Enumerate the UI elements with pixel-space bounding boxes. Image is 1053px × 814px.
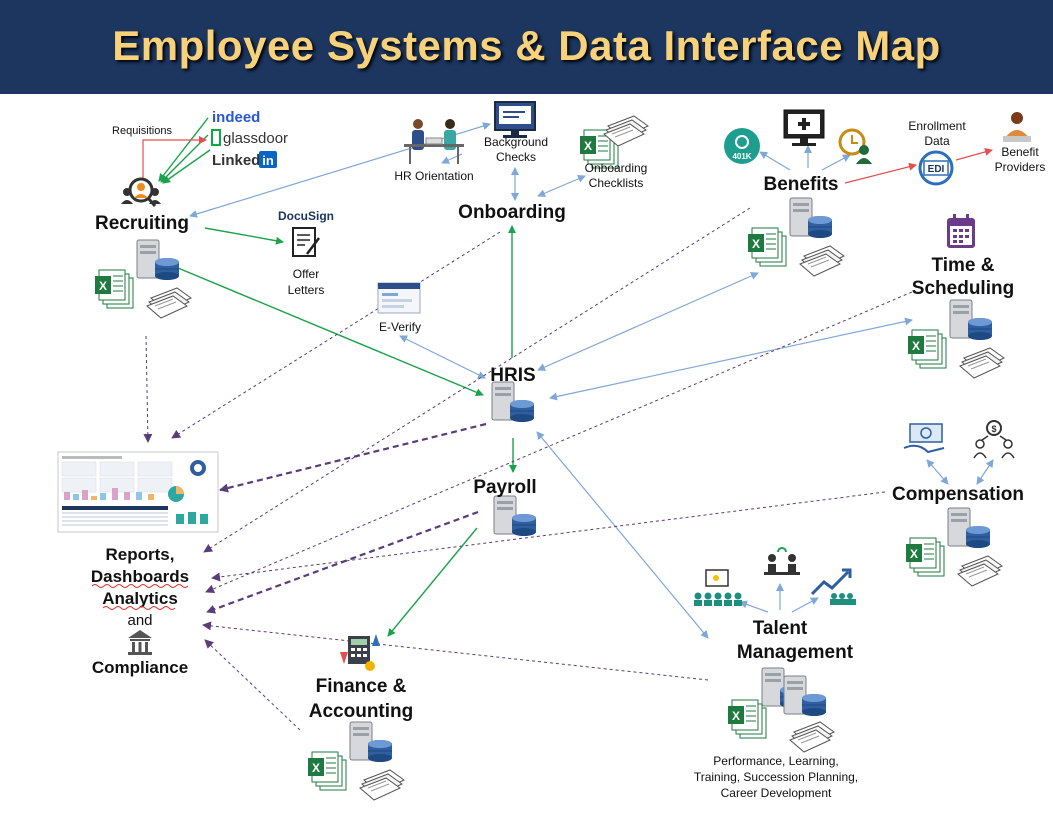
dashboard-thumbnail (57, 451, 219, 533)
edi-icon: EDI (918, 150, 954, 186)
meeting-icon (764, 547, 800, 575)
payroll-server-icon (493, 495, 537, 537)
calendar-icon (947, 214, 975, 248)
talent-systems-icon (727, 667, 835, 753)
docusign-logo: DocuSign (278, 209, 334, 223)
svg-text:glassdoor: glassdoor (223, 130, 288, 147)
clock-person-icon (838, 128, 872, 164)
401k-icon: 401K (724, 128, 760, 164)
finance-calculator-icon (340, 634, 380, 671)
hris-title: HRIS (490, 365, 535, 386)
benefit-provider-icon (1003, 112, 1031, 142)
enrollment-data-label-line2: Data (924, 134, 950, 148)
time-title-line2: Scheduling (912, 278, 1014, 299)
hr-orientation-icon (404, 119, 464, 164)
training-icon (694, 569, 742, 606)
compensation-systems-icon (906, 508, 1002, 586)
hris-server-icon (491, 381, 535, 423)
requisitions-label: Requisitions (112, 125, 172, 137)
svg-text:and: and (127, 612, 152, 629)
benefits-systems-icon (748, 198, 844, 276)
hr-orientation-label: HR Orientation (394, 169, 473, 183)
indeed-logo: indeed (212, 109, 260, 126)
onboarding-title: Onboarding (458, 202, 566, 223)
connectors (142, 117, 994, 731)
enrollment-data-label-line1: Enrollment (908, 119, 966, 133)
background-check-icon (494, 101, 536, 138)
svg-text:Analytics: Analytics (102, 589, 178, 608)
background-checks-label-line1: Background (484, 135, 548, 149)
e-verify-label: E-Verify (379, 320, 421, 334)
salary-structure-icon: $ (973, 420, 1015, 459)
glassdoor-logo: glassdoor (211, 129, 288, 147)
offer-letters-label-line2: Letters (288, 283, 325, 297)
offer-letter-icon (292, 227, 320, 257)
onboarding-checklists-label-line1: Onboarding (585, 161, 648, 175)
finance-title-line2: Accounting (309, 701, 414, 722)
svg-text:401K: 401K (732, 152, 751, 161)
title-banner (0, 0, 1053, 94)
growth-chart-icon (810, 568, 856, 605)
compliance-building-icon (128, 630, 152, 655)
recruiting-search-icon (121, 177, 161, 207)
talent-description-line1: Performance, Learning, (713, 754, 838, 768)
recruiting-systems-icon (95, 240, 191, 318)
medical-monitor-icon (783, 109, 825, 146)
linkedin-logo: Linked in (212, 151, 277, 169)
background-checks-label-line2: Checks (496, 150, 536, 164)
recruiting-title: Recruiting (95, 213, 189, 234)
payroll-title: Payroll (473, 477, 536, 498)
finance-title-line1: Finance & (316, 676, 407, 697)
reports-title: Reports, Dashboards Analytics and Compli… (91, 545, 189, 677)
money-hand-icon (903, 423, 945, 454)
svg-text:in: in (262, 153, 274, 168)
svg-text:Dashboards: Dashboards (91, 567, 189, 586)
benefits-title: Benefits (764, 174, 839, 195)
e-verify-icon (377, 282, 421, 314)
onboarding-checklists-label-line2: Checklists (589, 176, 644, 190)
svg-text:Linked: Linked (212, 152, 260, 169)
talent-description-line3: Career Development (721, 786, 832, 800)
svg-text:$: $ (991, 424, 996, 434)
talent-title-line2: Management (737, 642, 854, 663)
svg-text:EDI: EDI (928, 164, 945, 175)
finance-systems-icon (308, 722, 404, 800)
benefit-providers-label-line2: Providers (995, 160, 1046, 174)
talent-title-line1: Talent (753, 618, 808, 639)
benefit-providers-label-line1: Benefit (1001, 145, 1039, 159)
talent-description-line2: Training, Succession Planning, (694, 770, 858, 784)
offer-letters-label-line1: Offer (293, 267, 319, 281)
time-systems-icon (908, 300, 1004, 378)
svg-text:Compliance: Compliance (92, 658, 188, 677)
page-title: Employee Systems & Data Interface Map (112, 22, 941, 69)
svg-text:Reports,: Reports, (106, 545, 175, 564)
compensation-title: Compensation (892, 484, 1024, 505)
time-title-line1: Time & (931, 255, 994, 276)
